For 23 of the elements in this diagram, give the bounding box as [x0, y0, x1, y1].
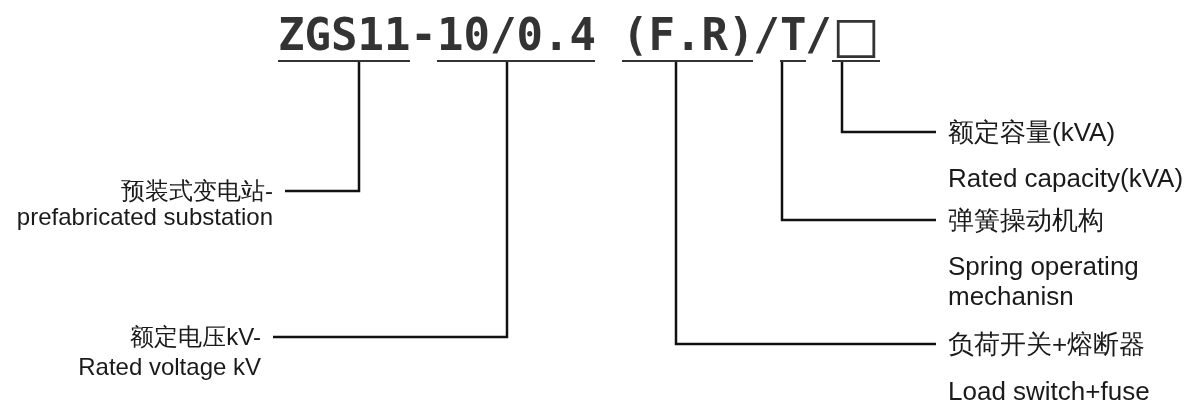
translation-text: Spring operating mechanisn	[948, 251, 1140, 311]
description-text: 预装式变电站-	[120, 178, 273, 204]
underlined-code: 10/0.4	[437, 13, 595, 62]
description-text: 额定电压kV-	[129, 323, 261, 351]
leader-line	[273, 62, 509, 339]
translation-text: Rated voltage kV	[78, 353, 261, 381]
underlined-code: (F.R)	[622, 13, 753, 62]
translation-text: prefabricated substation	[16, 204, 273, 230]
translation-text: Rated capacity(kVA)	[948, 163, 1185, 193]
code-separator: -	[410, 13, 437, 57]
leader-line	[285, 62, 361, 193]
description-text: 负荷开关+熔断器	[948, 329, 1147, 359]
description-text: 弹簧操动机构	[948, 205, 1105, 235]
underlined-code: □	[832, 13, 880, 62]
underlined-code: T	[780, 13, 806, 62]
leader-line	[840, 62, 936, 134]
leader-line	[674, 62, 936, 346]
code-separator: /	[753, 13, 780, 57]
description-text: 额定容量(kVA)	[948, 117, 1117, 147]
underlined-code: ZGS11	[278, 13, 410, 62]
code-separator: /	[805, 13, 832, 57]
leader-line	[780, 62, 936, 222]
translation-text: Load switch+fuse	[948, 376, 1151, 406]
